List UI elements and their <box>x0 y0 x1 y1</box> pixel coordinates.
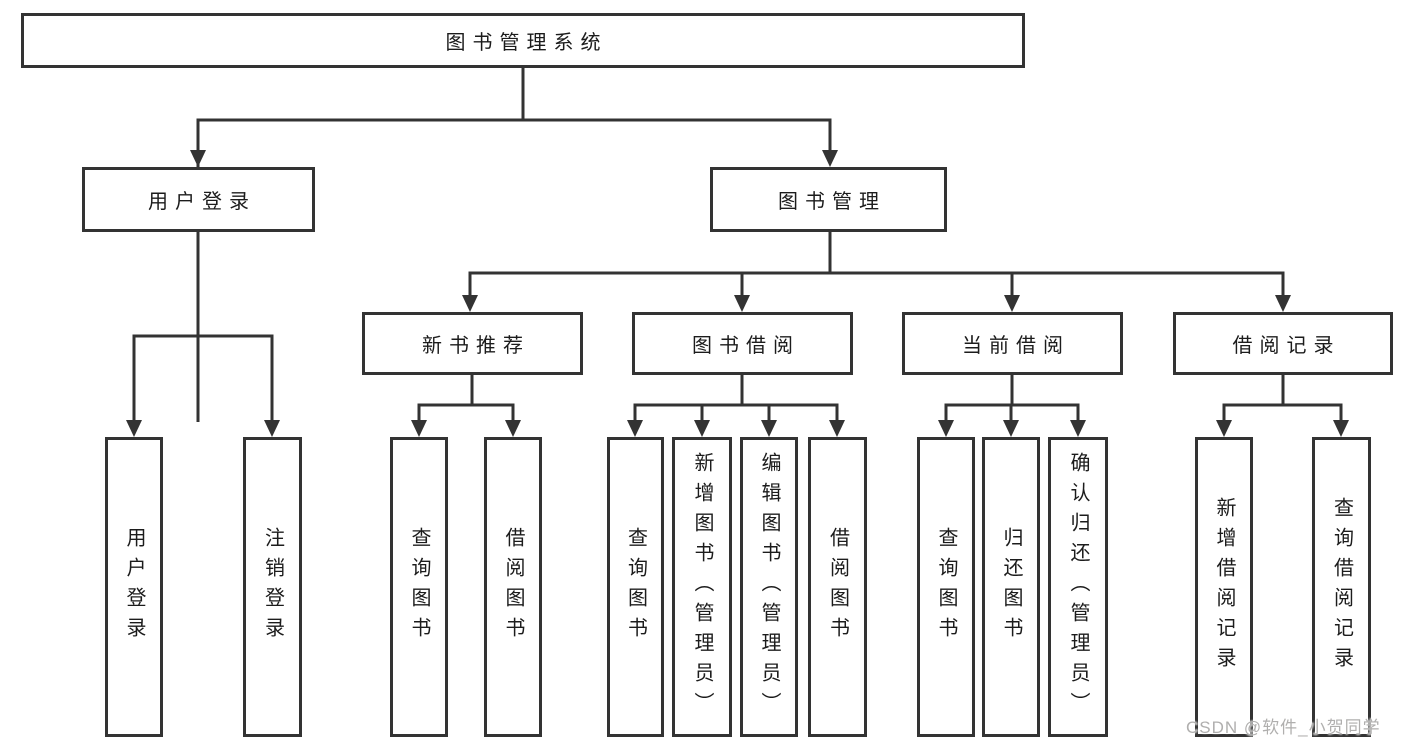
node-book-management-label: 图书管理 <box>778 191 886 213</box>
leaf-borrow-books-borrow-label: 借阅图书 <box>826 527 849 647</box>
node-book-borrow-label: 图书借阅 <box>692 335 800 357</box>
node-new-book-recommend-label: 新书推荐 <box>422 335 530 357</box>
node-current-borrow-label: 当前借阅 <box>962 335 1070 357</box>
leaf-edit-book-admin-label: 编辑图书（管理员） <box>758 452 780 722</box>
leaf-query-books-borrow-label: 查询图书 <box>624 527 647 647</box>
leaf-user-login: 用户登录 <box>105 437 163 737</box>
leaf-query-books-current: 查询图书 <box>917 437 975 737</box>
leaf-confirm-return-admin: 确认归还（管理员） <box>1048 437 1108 737</box>
node-borrow-records: 借阅记录 <box>1173 312 1393 375</box>
node-user-login: 用户登录 <box>82 167 315 232</box>
leaf-edit-book-admin: 编辑图书（管理员） <box>740 437 798 737</box>
leaf-borrow-books-recommend-label: 借阅图书 <box>502 527 524 647</box>
leaf-add-borrow-record: 新增借阅记录 <box>1195 437 1253 737</box>
leaf-return-book: 归还图书 <box>982 437 1040 737</box>
leaf-borrow-books-recommend: 借阅图书 <box>484 437 542 737</box>
leaf-add-borrow-record-label: 新增借阅记录 <box>1213 497 1235 677</box>
leaf-query-books-borrow: 查询图书 <box>607 437 664 737</box>
node-book-management: 图书管理 <box>710 167 947 232</box>
leaf-logout-label: 注销登录 <box>261 527 284 647</box>
node-user-login-label: 用户登录 <box>148 191 256 213</box>
node-book-borrow: 图书借阅 <box>632 312 853 375</box>
node-library-system: 图书管理系统 <box>21 13 1025 68</box>
node-library-system-label: 图书管理系统 <box>445 32 608 54</box>
node-borrow-records-label: 借阅记录 <box>1232 335 1341 357</box>
leaf-borrow-books-borrow: 借阅图书 <box>808 437 867 737</box>
node-new-book-recommend: 新书推荐 <box>362 312 583 375</box>
leaf-query-borrow-record: 查询借阅记录 <box>1312 437 1371 737</box>
leaf-query-books-current-label: 查询图书 <box>935 527 957 647</box>
leaf-add-book-admin: 新增图书（管理员） <box>672 437 732 737</box>
watermark: CSDN @软件_小贺同学 <box>1186 718 1381 737</box>
leaf-query-borrow-record-label: 查询借阅记录 <box>1330 497 1353 677</box>
leaf-user-login-label: 用户登录 <box>123 527 145 647</box>
leaf-confirm-return-admin-label: 确认归还（管理员） <box>1067 452 1089 722</box>
leaf-return-book-label: 归还图书 <box>1000 527 1022 647</box>
leaf-logout: 注销登录 <box>243 437 302 737</box>
leaf-query-books-recommend: 查询图书 <box>390 437 448 737</box>
node-current-borrow: 当前借阅 <box>902 312 1123 375</box>
leaf-add-book-admin-label: 新增图书（管理员） <box>691 452 713 722</box>
leaf-query-books-recommend-label: 查询图书 <box>408 527 430 647</box>
